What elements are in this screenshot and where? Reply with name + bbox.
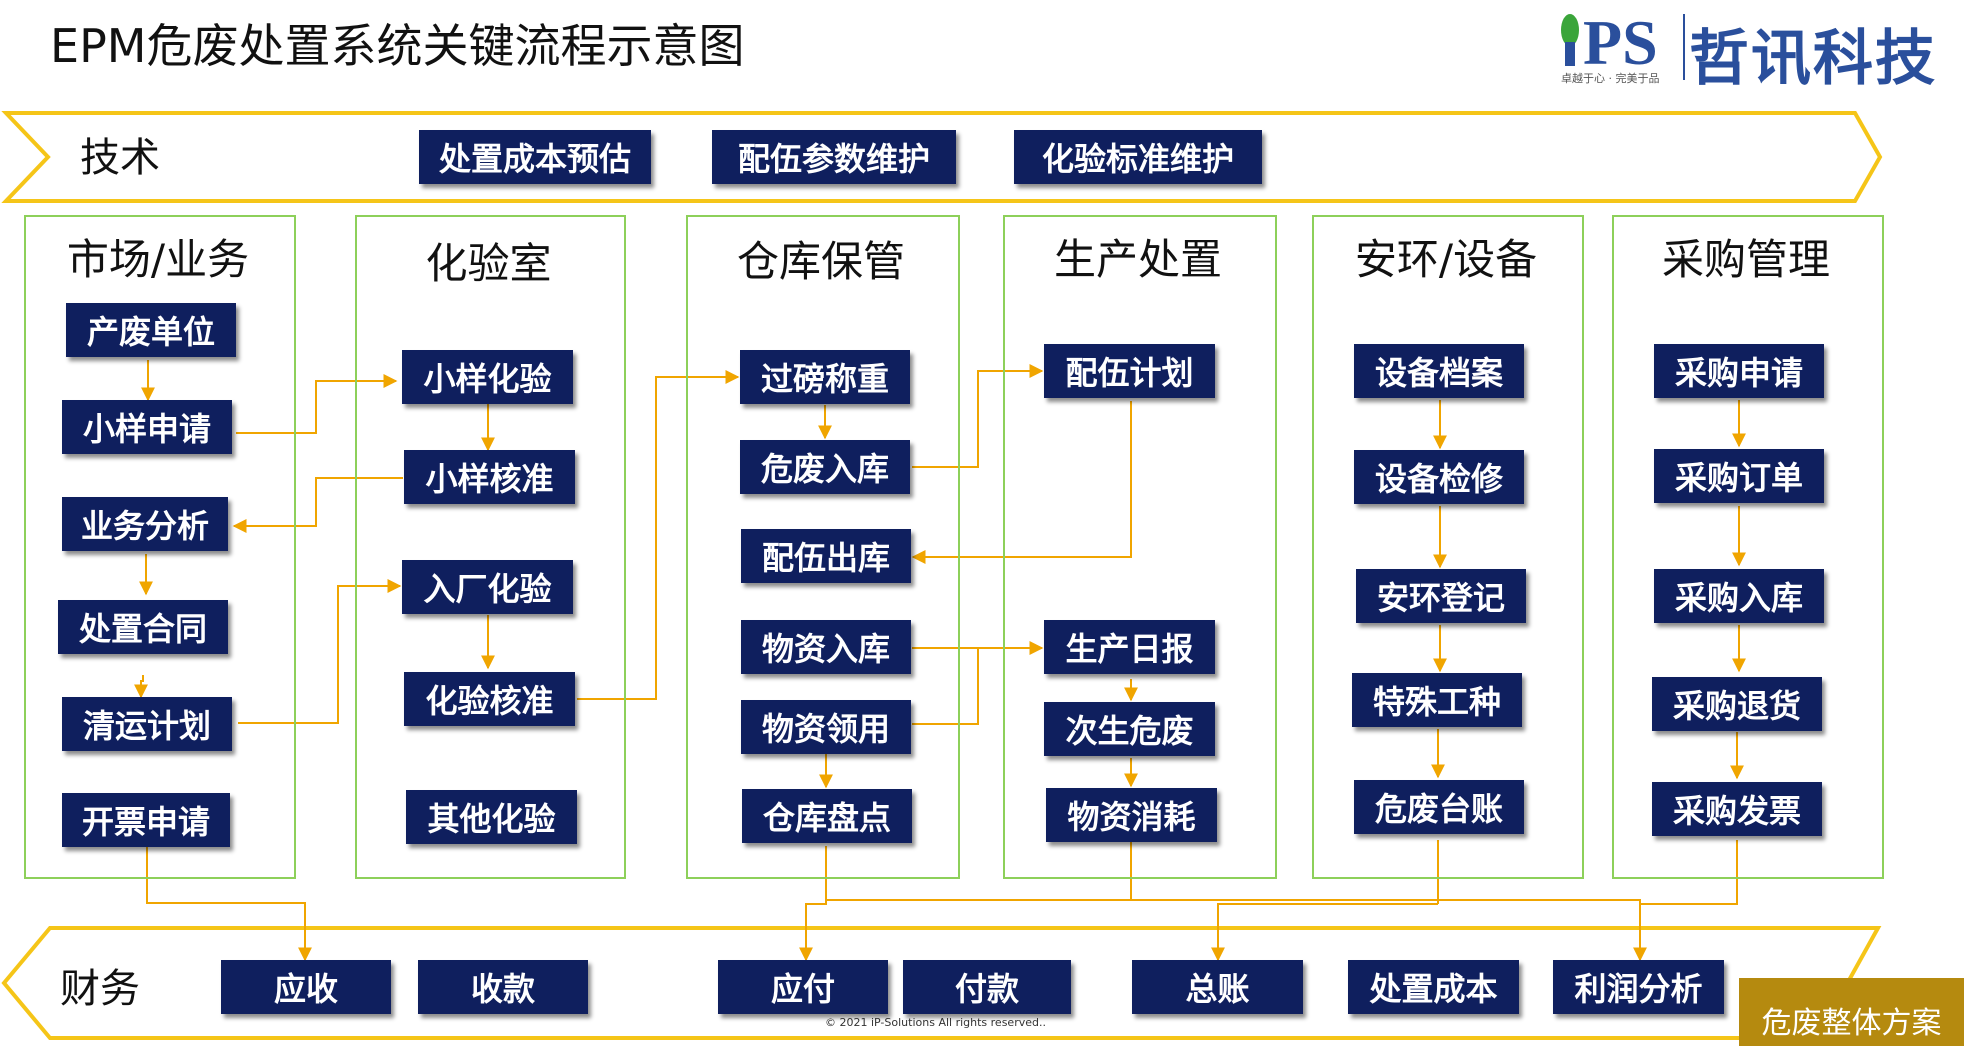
tech-cost-estimate-box[interactable]: 处置成本预估	[419, 130, 651, 184]
safety-registration-box[interactable]: 安环登记	[1356, 569, 1526, 623]
column-production	[1003, 215, 1277, 879]
sample-test-box[interactable]: 小样化验	[402, 350, 573, 404]
tech-test-standards-box[interactable]: 化验标准维护	[1014, 130, 1262, 184]
finance-band-label: 财务	[60, 966, 140, 1012]
purchase-invoice-box[interactable]: 采购发票	[1652, 782, 1822, 836]
other-test-box[interactable]: 其他化验	[406, 790, 577, 844]
tech-band-label: 技术	[80, 135, 160, 181]
logo-company-name: 哲讯科技	[1689, 24, 1937, 94]
inventory-count-box[interactable]: 仓库盘点	[742, 789, 912, 843]
blend-plan-box[interactable]: 配伍计划	[1044, 344, 1215, 398]
column-safety	[1312, 215, 1584, 879]
production-daily-box[interactable]: 生产日报	[1044, 620, 1215, 674]
intake-test-box[interactable]: 入厂化验	[402, 560, 573, 614]
column-safety-title: 安环/设备	[1354, 235, 1538, 284]
disposal-contract-box[interactable]: 处置合同	[58, 600, 228, 654]
payment-box[interactable]: 付款	[903, 960, 1071, 1014]
logo-slogan: 卓越于心 · 完美于品	[1561, 72, 1660, 85]
profit-analysis-box[interactable]: 利润分析	[1553, 960, 1724, 1014]
column-purchase-title: 采购管理	[1661, 235, 1830, 284]
payable-box[interactable]: 应付	[718, 960, 888, 1014]
purchase-return-box[interactable]: 采购退货	[1652, 677, 1822, 731]
transport-plan-box[interactable]: 清运计划	[62, 697, 232, 751]
leaf-icon	[1561, 14, 1579, 66]
material-consumption-box[interactable]: 物资消耗	[1046, 788, 1217, 842]
collection-box[interactable]: 收款	[418, 960, 588, 1014]
receivable-box[interactable]: 应收	[221, 960, 391, 1014]
test-approval-box[interactable]: 化验核准	[404, 672, 575, 726]
logo-mark: PS	[1583, 7, 1658, 78]
copyright-notice: © 2021 iP-Solutions All rights reserved.…	[825, 1016, 1046, 1029]
general-ledger-box[interactable]: 总账	[1132, 960, 1303, 1014]
column-lab-title: 化验室	[425, 239, 552, 288]
material-issue-box[interactable]: 物资领用	[741, 700, 911, 754]
company-logo: PS 哲讯科技 卓越于心 · 完美于品	[1555, 7, 1955, 94]
blend-outbound-box[interactable]: 配伍出库	[741, 529, 911, 583]
purchase-request-box[interactable]: 采购申请	[1654, 344, 1824, 398]
tech-blend-params-box[interactable]: 配伍参数维护	[712, 130, 956, 184]
column-warehouse	[686, 215, 960, 879]
column-purchase	[1612, 215, 1884, 879]
column-lab	[355, 215, 626, 879]
column-production-title: 生产处置	[1053, 235, 1222, 284]
sample-approval-box[interactable]: 小样核准	[404, 450, 575, 504]
column-warehouse-title: 仓库保管	[736, 237, 905, 286]
waste-inbound-box[interactable]: 危废入库	[740, 440, 910, 494]
special-worker-box[interactable]: 特殊工种	[1352, 673, 1522, 727]
waste-ledger-box[interactable]: 危废台账	[1354, 780, 1524, 834]
material-inbound-box[interactable]: 物资入库	[741, 620, 911, 674]
column-market	[24, 215, 296, 879]
column-market-title: 市场/业务	[66, 235, 250, 284]
equipment-maintenance-box[interactable]: 设备检修	[1354, 450, 1524, 504]
purchase-order-box[interactable]: 采购订单	[1654, 449, 1824, 503]
secondary-waste-box[interactable]: 次生危废	[1044, 702, 1215, 756]
invoice-request-box[interactable]: 开票申请	[62, 793, 230, 847]
disposal-cost-box[interactable]: 处置成本	[1348, 960, 1519, 1014]
sample-request-box[interactable]: 小样申请	[62, 400, 232, 454]
weighing-box[interactable]: 过磅称重	[740, 350, 910, 404]
business-analysis-box[interactable]: 业务分析	[62, 497, 228, 551]
solution-corner-label: 危废整体方案	[1739, 978, 1964, 1046]
purchase-inbound-box[interactable]: 采购入库	[1654, 569, 1824, 623]
page-title: EPM危废处置系统关键流程示意图	[50, 19, 745, 73]
waste-producer-box[interactable]: 产废单位	[66, 303, 236, 357]
logo-divider	[1683, 14, 1685, 80]
equipment-records-box[interactable]: 设备档案	[1354, 344, 1524, 398]
